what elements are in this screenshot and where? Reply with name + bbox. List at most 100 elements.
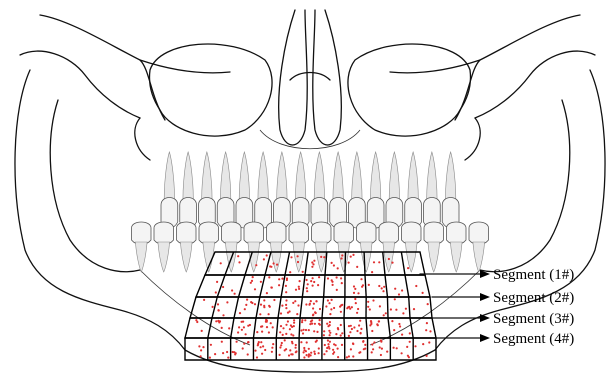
marker-dot [289,271,291,273]
marker-dot [306,354,308,356]
marker-dot [271,287,273,289]
marker-dot [409,332,411,334]
marker-dot [309,323,311,325]
marker-dot [311,319,313,321]
marker-dot [426,322,428,324]
marker-dot [429,330,431,332]
upper-tooth [367,152,384,228]
marker-dot [386,351,388,353]
marker-dot [406,346,408,348]
segment-1-label: Segment (1#) [493,267,574,283]
marker-dot [357,308,359,310]
marker-dot [286,277,288,279]
marker-dot [333,307,335,309]
marker-dot [360,332,362,334]
marker-dot [306,290,308,292]
marker-dot [290,324,292,326]
marker-dot [281,342,283,344]
marker-dot [287,312,289,314]
segment-4-annotation: Segment (4#) [432,331,574,347]
marker-dot [388,258,390,260]
marker-dot [285,285,287,287]
marker-dot [391,320,393,322]
marker-dot [300,341,302,343]
marker-dot [312,285,314,287]
marker-dot [242,321,244,323]
marker-dot [350,348,352,350]
marker-dot [254,288,256,290]
marker-dot [348,335,350,337]
marker-dot [327,299,329,301]
marker-dot [360,328,362,330]
marker-dot [260,341,262,343]
marker-dot [290,353,292,355]
marker-dot [261,325,263,327]
marker-dot [340,311,342,313]
marker-dot [260,346,262,348]
marker-dot [393,329,395,331]
marker-dot [202,346,204,348]
marker-dot [380,354,382,356]
marker-dot [238,261,240,263]
marker-dot [287,320,289,322]
marker-dot [337,348,339,350]
marker-dot [285,333,287,335]
marker-dot [293,319,295,321]
marker-dot [200,355,202,357]
marker-dot [347,306,349,308]
marker-dot [313,351,315,353]
marker-dot [371,271,373,273]
lower-tooth [177,222,197,272]
marker-dot [237,255,239,257]
marker-dot [378,320,380,322]
upper-tooth [217,152,234,228]
marker-dot [363,348,365,350]
marker-dot [367,301,369,303]
marker-dot [358,324,360,326]
marker-dot [372,348,374,350]
marker-dot [399,325,401,327]
marker-dot [337,356,339,358]
marker-dot [270,266,272,268]
marker-dot [348,262,350,264]
marker-dot [273,299,275,301]
marker-dot [337,267,339,269]
marker-dot [266,254,268,256]
marker-dot [324,344,326,346]
marker-dot [292,334,294,336]
marker-dot [254,303,256,305]
lower-tooth [222,222,242,272]
upper-tooth [386,152,403,228]
marker-dot [325,305,327,307]
marker-dot [247,341,249,343]
marker-dot [257,343,259,345]
marker-dot [269,306,271,308]
marker-dot [391,262,393,264]
marker-dot [221,327,223,329]
upper-tooth [199,152,216,228]
upper-tooth [255,152,272,228]
marker-dot [340,334,342,336]
marker-dot [312,307,314,309]
marker-dot [299,280,301,282]
marker-dot [367,306,369,308]
marker-dot [320,256,322,258]
marker-dot [251,302,253,304]
marker-dot [214,353,216,355]
upper-tooth [349,152,366,228]
marker-dot [222,352,224,354]
marker-dot [285,299,287,301]
marker-dot [360,278,362,280]
marker-dot [282,334,284,336]
marker-dot [380,339,382,341]
marker-dot [261,353,263,355]
marker-dot [297,255,299,257]
marker-dot [382,290,384,292]
marker-dot [315,312,317,314]
marker-dot [385,312,387,314]
marker-dot [246,299,248,301]
lower-tooth [154,222,174,272]
marker-dot [381,287,383,289]
marker-dot [323,353,325,355]
marker-dot [341,257,343,259]
